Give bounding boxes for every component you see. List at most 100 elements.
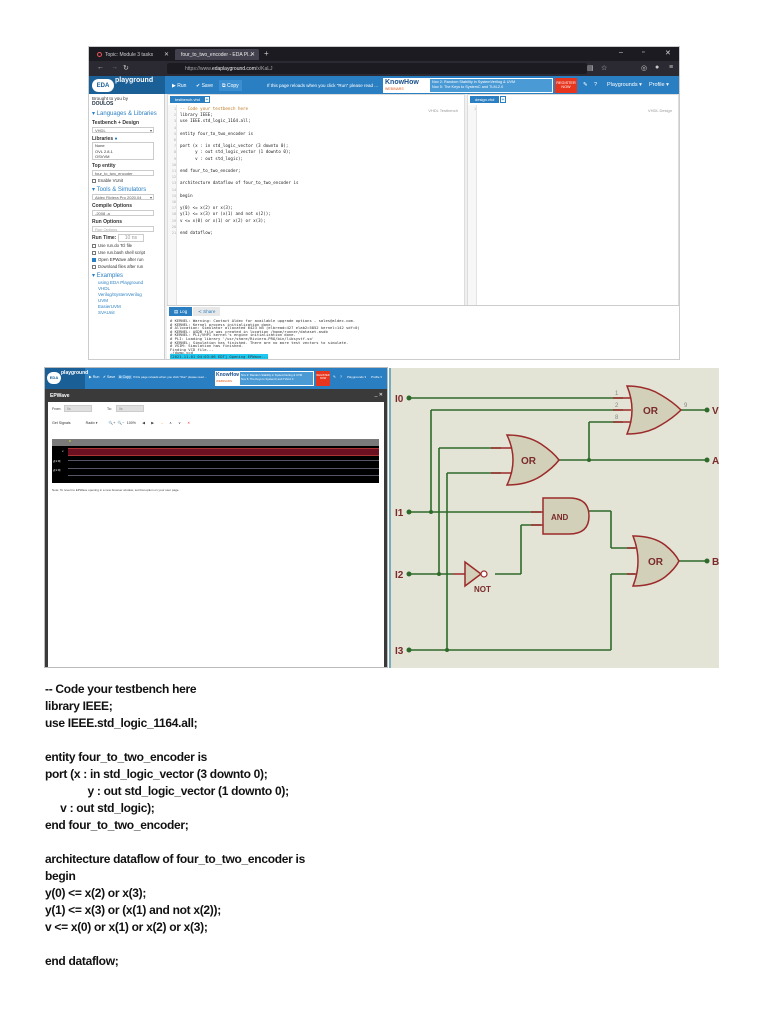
- info-icon[interactable]: ●: [114, 136, 118, 142]
- epwave-tool-button[interactable]: ◀: [142, 421, 145, 425]
- tab-share[interactable]: ≺ Share: [193, 307, 221, 316]
- run-button[interactable]: ▶ Run: [172, 83, 187, 89]
- top-entity-input[interactable]: four_to_two_encoder: [92, 170, 154, 176]
- language-select[interactable]: VHDL▾: [92, 127, 154, 133]
- libraries-list[interactable]: None OVL 2.8.1 OSVVM: [92, 142, 154, 160]
- example-link[interactable]: using EDA Playground: [98, 280, 144, 285]
- copy-button[interactable]: ⧉ Copy: [118, 375, 132, 379]
- language-value: VHDL: [95, 128, 106, 133]
- sponsor-logo[interactable]: DOULOS: [92, 101, 114, 107]
- languages-section-toggle[interactable]: ▾ Languages & Libraries: [92, 111, 157, 117]
- browser-tab-bar: Topic: Module 3 tasks✕ four_to_two_encod…: [89, 47, 679, 61]
- signal-name[interactable]: y[1:0]: [53, 468, 61, 472]
- maximize-button[interactable]: ▫: [642, 49, 645, 56]
- design-code-area[interactable]: 1 VHDL Design: [468, 105, 678, 305]
- bookmark-star-icon[interactable]: ☆: [601, 65, 608, 72]
- edit-icon[interactable]: ✎: [583, 82, 588, 88]
- library-option[interactable]: OVL 2.8.1: [95, 148, 113, 154]
- minimize-button[interactable]: –: [619, 49, 623, 56]
- new-tab-button[interactable]: +: [264, 49, 269, 58]
- tab-log[interactable]: ▤ Log: [169, 307, 193, 316]
- url-input[interactable]: https://www.edaplayground.com/x/KaLJ: [167, 63, 587, 74]
- reload-icon[interactable]: ↻: [123, 65, 129, 72]
- epwave-tool-button[interactable]: Radix ▾: [85, 421, 98, 425]
- save-button[interactable]: ✔ Save: [196, 83, 213, 89]
- profile-menu[interactable]: Profile ▾: [649, 82, 669, 88]
- add-file-icon[interactable]: +: [204, 96, 210, 103]
- signal-name[interactable]: y[1:0]: [53, 459, 61, 463]
- from-input[interactable]: 0s: [64, 405, 92, 412]
- epwave-tool-button[interactable]: 100%: [126, 421, 136, 425]
- epwave-tool-button[interactable]: 🔍−: [117, 421, 125, 425]
- example-link[interactable]: UVM: [98, 298, 108, 303]
- download-files-checkbox[interactable]: Download files after run: [92, 264, 161, 269]
- signal-name[interactable]: v: [62, 449, 64, 453]
- forward-icon[interactable]: →: [111, 64, 118, 71]
- simulator-select[interactable]: Aldec Riviera Pro 2020.04▾: [92, 194, 154, 200]
- browser-tab-module[interactable]: Topic: Module 3 tasks✕: [91, 49, 173, 60]
- register-now-button[interactable]: REGISTER NOW: [555, 78, 577, 93]
- close-window-button[interactable]: ✕: [665, 50, 671, 57]
- epwave-tool-button[interactable]: Get Signals: [52, 421, 71, 425]
- example-link[interactable]: SVAUnit: [98, 310, 115, 315]
- add-file-icon[interactable]: +: [500, 96, 506, 103]
- epwave-tool-button[interactable]: ✕: [187, 421, 191, 425]
- reload-message[interactable]: If this page reloads when you click "Run…: [267, 83, 379, 88]
- tools-section-toggle[interactable]: ▾ Tools & Simulators: [92, 187, 147, 193]
- epwave-tool-button[interactable]: ↔: [160, 421, 164, 425]
- epwave-tool-button[interactable]: ▶: [151, 421, 154, 425]
- epwave-tool-button[interactable]: 🔍+: [108, 421, 116, 425]
- account-icon[interactable]: ●: [655, 64, 660, 71]
- back-icon[interactable]: ←: [97, 64, 104, 71]
- menu-icon[interactable]: ≡: [669, 64, 674, 71]
- examples-section-toggle[interactable]: ▾ Examples: [92, 273, 124, 279]
- copy-button[interactable]: ⧉ Copy: [219, 80, 242, 91]
- tab-design[interactable]: design.vhd: [470, 96, 500, 103]
- run-time-input[interactable]: 10 ns: [117, 234, 144, 242]
- log-line: # VSIM: Simulation has finished.: [170, 343, 244, 349]
- tab-testbench[interactable]: testbench.vhd: [170, 96, 205, 103]
- reader-icon[interactable]: ▤: [587, 65, 594, 72]
- register-now-button[interactable]: REGISTER NOW: [316, 371, 330, 386]
- browser-tab-eda[interactable]: four_to_two_encoder - EDA Pl...✕: [175, 49, 259, 60]
- close-tab-icon[interactable]: ✕: [249, 52, 255, 58]
- close-tab-icon[interactable]: ✕: [163, 52, 169, 58]
- save-button[interactable]: ✔ Save: [103, 375, 116, 379]
- epwave-window-controls[interactable]: _ ✕: [374, 392, 383, 398]
- webinar-banner[interactable]: Nov 2: Random Stability in SystemVerilog…: [239, 371, 314, 386]
- shield-icon[interactable]: ◎: [641, 65, 648, 72]
- help-icon[interactable]: ?: [340, 375, 342, 379]
- edit-icon[interactable]: ✎: [333, 375, 337, 379]
- compile-options-input[interactable]: -2008 -a: [92, 210, 154, 216]
- help-icon[interactable]: ?: [594, 82, 598, 88]
- playgrounds-menu[interactable]: Playgrounds ▾: [607, 82, 642, 88]
- use-run-do-checkbox[interactable]: Use run.do Tcl file: [92, 243, 161, 248]
- code-line: v <= x(0) or x(1) or x(2) or x(3);: [180, 217, 266, 223]
- epwave-tool-button[interactable]: ∧: [169, 421, 172, 425]
- reload-message[interactable]: If this page reloads when you click "Run…: [133, 375, 208, 379]
- example-link[interactable]: Verilog/SystemVerilog: [98, 292, 142, 297]
- run-button[interactable]: ▶ Run: [89, 375, 100, 379]
- waveform-view[interactable]: 0 v y[1:0] y[1:0]: [52, 439, 379, 483]
- open-epwave-checkbox[interactable]: Open EPWave after run: [92, 257, 161, 262]
- library-option[interactable]: OSVVM: [95, 154, 110, 159]
- library-option[interactable]: None: [95, 143, 105, 148]
- run-options-input[interactable]: Run Options: [92, 226, 154, 232]
- epwave-tool-button[interactable]: ∨: [178, 421, 181, 425]
- playgrounds-menu[interactable]: Playgrounds ▾: [347, 375, 367, 379]
- example-link[interactable]: VHDL: [98, 286, 111, 291]
- code-line: end four_to_two_encoder;: [180, 168, 241, 173]
- to-input[interactable]: 0s: [116, 405, 144, 412]
- checkbox-checked-icon: [92, 257, 96, 262]
- enable-vunit-checkbox[interactable]: Enable VUnit: [92, 178, 161, 183]
- example-link[interactable]: EasierUVM: [98, 304, 121, 309]
- log-line: # KERNEL: Kernel process initialization …: [170, 321, 273, 327]
- profile-menu[interactable]: Profile ▾: [371, 375, 382, 379]
- use-run-bash-checkbox[interactable]: Use run.bash shell script: [92, 250, 161, 255]
- webinar-banner[interactable]: Nov 2: Random Stability in SystemVerilog…: [429, 78, 553, 93]
- testbench-code-area[interactable]: VHDL Testbench 1-- Code your testbench h…: [168, 105, 464, 305]
